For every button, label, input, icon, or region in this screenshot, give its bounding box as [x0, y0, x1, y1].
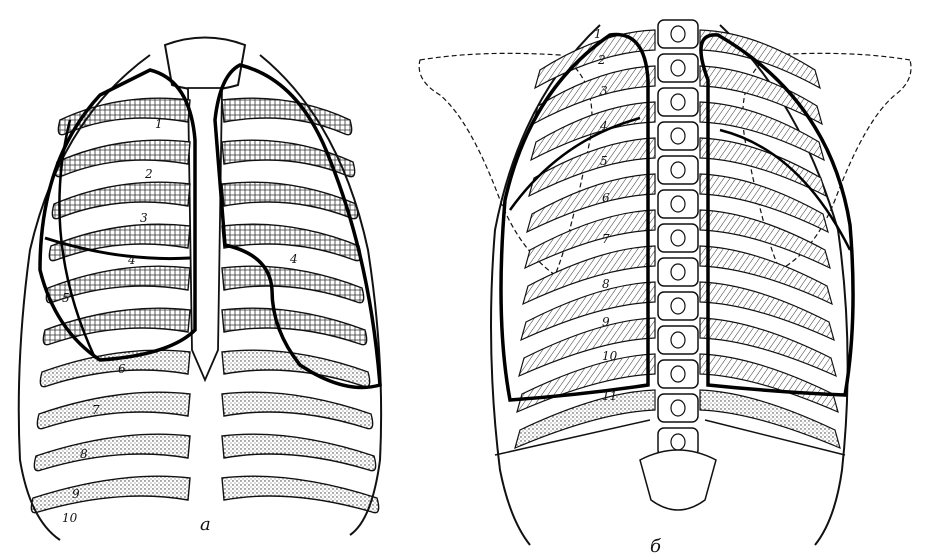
spinous-process [671, 434, 685, 450]
rib-band [34, 434, 190, 471]
rib-number-a-5: 5 [62, 291, 70, 305]
spinous-process [671, 162, 685, 178]
spinous-process [671, 26, 685, 42]
spinous-process [671, 400, 685, 416]
rib-number-b-9: 9 [602, 315, 610, 329]
rib-number-b-3: 3 [600, 84, 608, 98]
sacrum-top [640, 450, 716, 510]
rib-number-a-4: 4 [127, 253, 136, 267]
rib-number-b-10: 10 [602, 349, 618, 363]
spinous-process [671, 298, 685, 314]
left-lung-rib-mark-4: 4 [289, 252, 298, 266]
manubrium [165, 38, 245, 91]
rib-band [52, 182, 190, 219]
rib-number-b-7: 7 [602, 232, 610, 246]
spinous-process [671, 196, 685, 212]
rib-band [222, 350, 370, 387]
spinous-process [671, 60, 685, 76]
rib-number-a-1: 1 [155, 117, 163, 131]
rib-band [40, 350, 190, 387]
panel-a-anterior-view: 1 2 3 4 5 6 7 8 9 10 4 а [19, 38, 381, 541]
rib-band [222, 308, 367, 345]
right-ribs-a [31, 98, 190, 513]
rib-number-a-3: 3 [140, 211, 148, 225]
rib-band [55, 140, 190, 177]
rib-number-a-9: 9 [72, 487, 80, 501]
rib-number-b-11: 11 [602, 389, 617, 403]
spinous-process [671, 94, 685, 110]
rib-number-a-8: 8 [80, 447, 88, 461]
rib-number-b-8: 8 [602, 277, 610, 291]
spinous-process [671, 128, 685, 144]
rib-band [31, 476, 190, 513]
rib-number-a-10: 10 [62, 511, 78, 525]
rib-number-a-6: 6 [118, 362, 126, 376]
panel-b-posterior-view: 1 2 3 4 5 6 7 8 9 10 11 б [419, 20, 911, 557]
rib-band [222, 266, 364, 303]
rib-number-b-1: 1 [594, 27, 602, 41]
rib-band [222, 98, 352, 135]
rib-band [222, 182, 358, 219]
left-ribs-a [222, 98, 379, 513]
rib-number-b-6: 6 [602, 191, 610, 205]
rib-number-a-7: 7 [92, 403, 100, 417]
spinous-process [671, 264, 685, 280]
rib-number-b-2: 2 [597, 53, 606, 67]
rib-number-a-2: 2 [144, 167, 153, 181]
rib-band [37, 392, 190, 429]
rib-band [222, 392, 373, 429]
panel-b-caption: б [650, 536, 662, 557]
panel-a-caption: а [200, 514, 211, 535]
spinous-process [671, 230, 685, 246]
rib-band [58, 98, 190, 135]
rib-number-b-5: 5 [600, 154, 608, 168]
rib-band [222, 476, 379, 513]
rib-band [222, 434, 376, 471]
spinous-process [671, 332, 685, 348]
rib-number-b-4: 4 [599, 119, 608, 133]
spinous-process [671, 366, 685, 382]
